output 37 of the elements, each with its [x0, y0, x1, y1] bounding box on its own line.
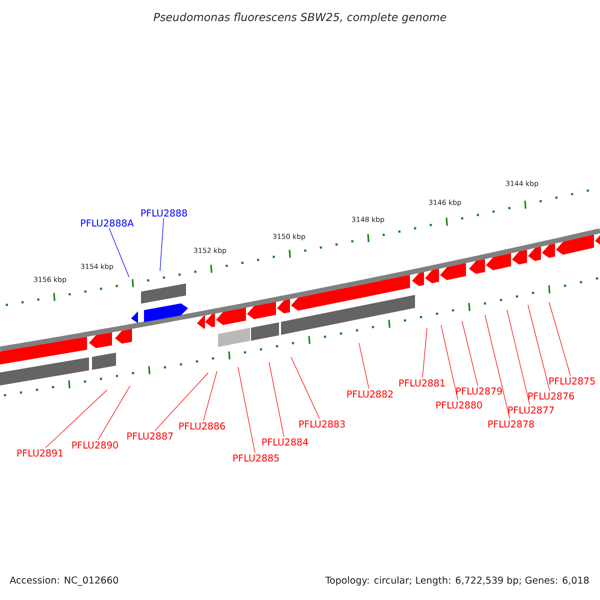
gene-label: PFLU2881 [399, 379, 445, 387]
gene-label: PFLU2891 [17, 449, 63, 457]
leader-line [98, 386, 130, 440]
gene-label: PFLU2884 [262, 438, 308, 446]
gene-label: PFLU2886 [179, 422, 225, 430]
gene-label: PFLU2875 [549, 377, 595, 385]
leader-line [440, 324, 458, 400]
leader-line [108, 228, 130, 278]
leader-line [484, 314, 510, 420]
gene-label: PFLU2882 [347, 390, 393, 398]
footer-text: Accession: NC_012660 [10, 576, 118, 586]
leader-line [238, 366, 256, 454]
gene-label: PFLU2878 [488, 420, 534, 428]
leader-line [462, 320, 478, 386]
leader-line [45, 390, 108, 448]
gene-label: PFLU2890 [72, 441, 118, 449]
leader-line [203, 370, 218, 422]
leader-line [290, 356, 320, 420]
leader-line [268, 362, 284, 437]
footer-text: Topology: circular; Length: 6,722,539 bp; Genes: 6,018 [325, 576, 589, 586]
leader-line [358, 342, 370, 390]
title: Pseudomonas fluorescens SBW25, complete genome [154, 12, 446, 24]
leader-line [154, 372, 208, 432]
gene-label: PFLU2888A [81, 219, 134, 227]
gene-label: PFLU2885 [233, 454, 279, 462]
gene-label: PFLU2877 [508, 406, 554, 414]
leader-line [528, 304, 550, 392]
gene-label: PFLU2879 [456, 387, 502, 395]
gene-label: PFLU2876 [528, 392, 574, 400]
gene-label: PFLU2888 [141, 209, 187, 217]
leader-line [548, 302, 571, 376]
leader-line [506, 310, 530, 406]
gene-label: PFLU2880 [436, 401, 482, 409]
gene-label: PFLU2883 [299, 420, 345, 428]
leader-line [422, 328, 428, 378]
leader-line [160, 218, 164, 272]
gene-label: PFLU2887 [127, 432, 173, 440]
